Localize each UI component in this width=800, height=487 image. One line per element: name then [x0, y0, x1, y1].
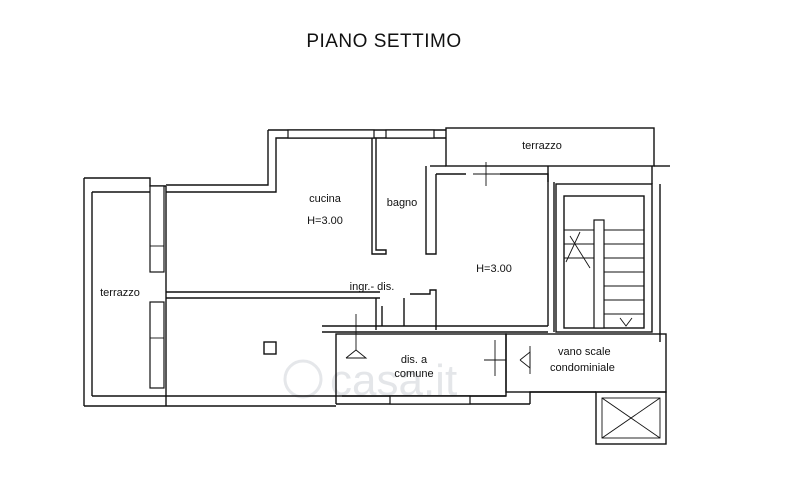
label-dis-comune-1: dis. a [401, 354, 428, 366]
left-terrace-walls [83, 177, 166, 407]
label-vano-scale-2: condominiale [550, 362, 615, 374]
plan-title: PIANO SETTIMO [306, 31, 461, 52]
top-terrace: terrazzo [430, 127, 670, 167]
interior-partitions [166, 138, 555, 333]
label-cucina: cucina [309, 193, 342, 205]
label-dis-comune-2: comune [394, 368, 433, 380]
vano-scale-room: vano scale condominiale [505, 333, 667, 393]
label-terrazzo-left: terrazzo [100, 287, 140, 299]
label-ingresso: ingr.- dis. [350, 281, 395, 293]
label-living-height: H=3.00 [476, 263, 512, 275]
label-terrazzo-top: terrazzo [522, 140, 562, 152]
label-vano-scale-1: vano scale [558, 346, 611, 358]
label-cucina-height: H=3.00 [307, 215, 343, 227]
label-bagno: bagno [387, 197, 418, 209]
lift-shaft [529, 391, 667, 445]
stairwell [547, 166, 661, 342]
column-marker [263, 341, 277, 355]
